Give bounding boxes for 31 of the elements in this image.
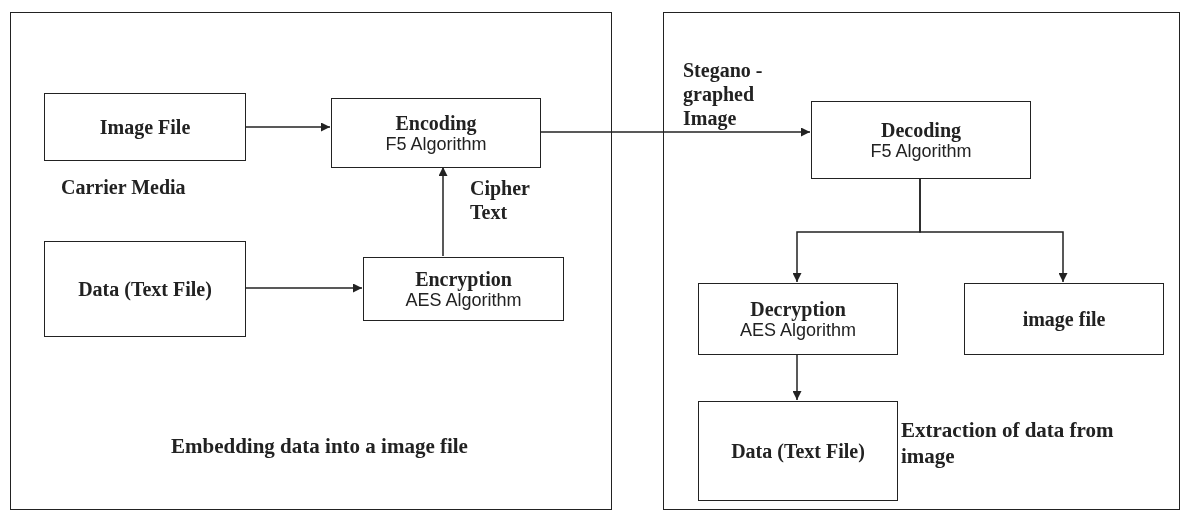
box-title: Decryption	[750, 298, 846, 320]
box-title: Data (Text File)	[731, 440, 865, 462]
arrow	[244, 283, 363, 293]
box-subtitle: AES Algorithm	[739, 320, 857, 340]
arrow	[792, 353, 802, 401]
box-title: Encryption	[415, 268, 512, 290]
box-title: image file	[1022, 308, 1106, 330]
process-box	[964, 283, 1164, 355]
process-box	[331, 98, 541, 168]
box-subtitle: F5 Algorithm	[385, 134, 487, 154]
process-box	[44, 93, 246, 161]
box-title: Decoding	[881, 119, 961, 141]
box-title: Data (Text File)	[78, 278, 212, 300]
box-title: Image File	[99, 116, 191, 138]
panel-heading: Embedding data into a image file	[171, 433, 469, 459]
process-box	[698, 401, 898, 501]
process-box	[698, 283, 898, 355]
arrow	[539, 127, 811, 137]
panel-frame	[10, 12, 612, 510]
panel-frame	[663, 12, 1180, 510]
box-subtitle: F5 Algorithm	[870, 141, 972, 161]
node-label: Carrier Media	[61, 176, 186, 198]
arrow	[244, 122, 331, 132]
process-box	[363, 257, 564, 321]
arrow	[438, 166, 448, 257]
panel-heading: Extraction of data from image	[901, 417, 1115, 469]
process-box	[811, 101, 1031, 179]
arrow	[919, 177, 1068, 283]
box-subtitle: AES Algorithm	[405, 290, 522, 310]
box-title: Encoding	[395, 112, 477, 134]
process-box	[44, 241, 246, 337]
